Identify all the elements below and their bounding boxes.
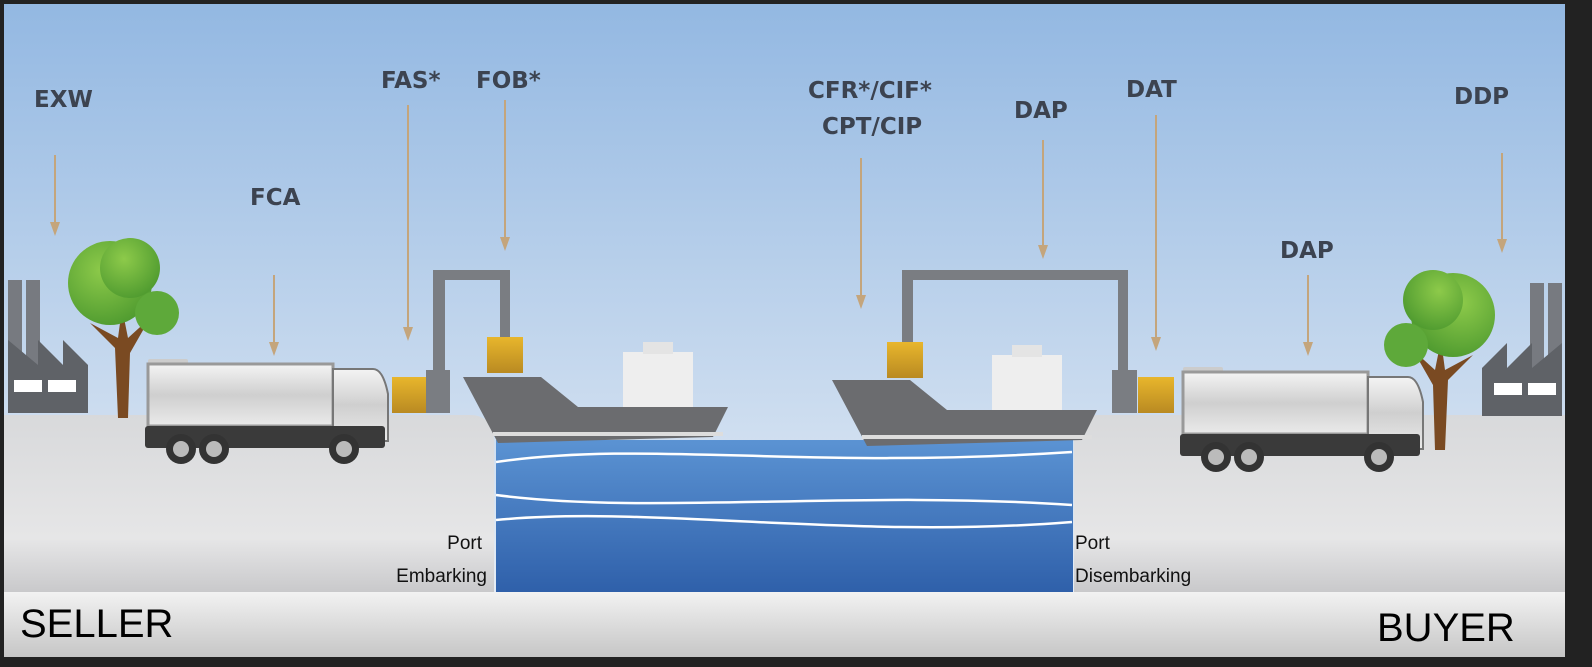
cargo-box-icon xyxy=(1138,377,1174,413)
buyer-label: BUYER xyxy=(1377,606,1515,650)
term-fca: FCA xyxy=(250,185,301,211)
term-cfr-cif: CFR*/CIF* xyxy=(808,78,932,104)
seller-ground xyxy=(4,415,494,592)
term-dap-road: DAP xyxy=(1280,238,1334,264)
port-disembarking-line2: Disembarking xyxy=(1075,566,1191,587)
delivery-arrows xyxy=(50,100,1507,356)
cargo-box-icon xyxy=(487,337,523,373)
cargo-box-icon xyxy=(887,342,923,378)
term-dap-port: DAP xyxy=(1014,98,1068,124)
term-exw: EXW xyxy=(34,87,93,113)
term-fas: FAS* xyxy=(381,68,440,94)
seller-crane-icon xyxy=(426,270,510,413)
port-embarking-line2: Embarking xyxy=(396,566,487,587)
waves xyxy=(495,450,1073,529)
buyer-crane-icon xyxy=(902,270,1137,413)
port-disembarking-line1: Port xyxy=(1075,533,1111,554)
term-dat: DAT xyxy=(1126,77,1177,103)
bottom-bar xyxy=(4,592,1565,657)
term-fob: FOB* xyxy=(476,68,541,94)
term-cpt-cip: CPT/CIP xyxy=(822,114,922,140)
term-ddp: DDP xyxy=(1454,84,1509,110)
cargo-box-icon xyxy=(392,377,428,413)
buyer-ground xyxy=(1074,415,1565,592)
port-embarking-line1: Port xyxy=(447,533,483,554)
seller-label: SELLER xyxy=(20,602,173,646)
